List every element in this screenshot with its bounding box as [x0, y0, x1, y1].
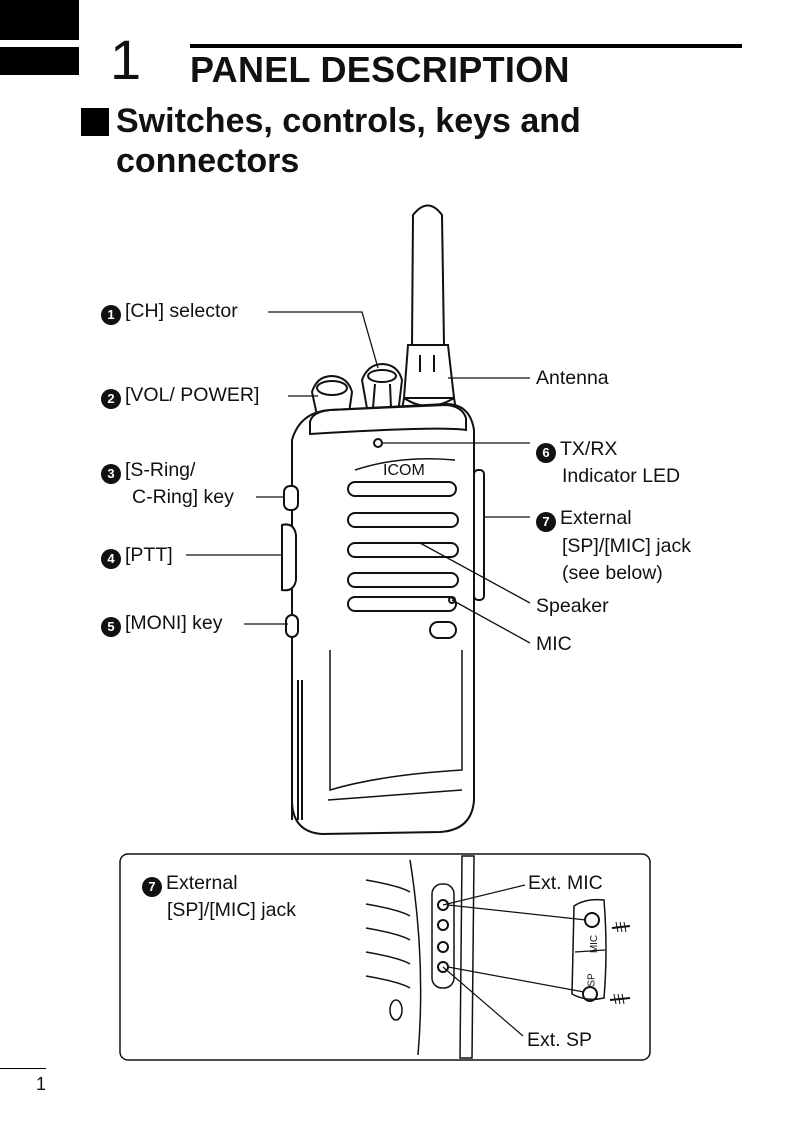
inset-drawing — [119, 853, 651, 1061]
callout-antenna: Antenna — [536, 367, 609, 389]
callout-label-line1: [S-Ring/ — [125, 459, 196, 481]
inset-ext-mic-label: Ext. MIC — [528, 872, 603, 894]
callout-number: 7 — [536, 512, 556, 532]
callout-vol-power: 2[VOL/ POWER] — [101, 383, 259, 409]
chapter-tab-block — [0, 0, 79, 40]
chapter-tab-block — [0, 47, 79, 75]
callout-number: 4 — [101, 549, 121, 569]
cap-sp-label: SP — [586, 973, 598, 987]
callout-label-line2: Indicator LED — [562, 465, 681, 487]
callout-moni: 5[MONI] key — [101, 611, 223, 637]
cap-mic-label: MIC — [589, 934, 601, 954]
callout-label-line3: (see below) — [562, 562, 663, 584]
section-square-icon — [81, 108, 109, 136]
callout-label: [CH] selector — [125, 300, 238, 322]
callout-label: [PTT] — [125, 544, 173, 566]
inset-title-line1: External — [166, 872, 238, 894]
chapter-rule — [190, 44, 742, 48]
antenna-drawing — [400, 204, 458, 418]
callout-number: 6 — [536, 443, 556, 463]
callout-label: [VOL/ POWER] — [125, 384, 260, 406]
radio-brand-logo: ICOM — [383, 462, 425, 479]
callout-number: 1 — [101, 305, 121, 325]
callout-number: 7 — [142, 877, 162, 897]
callout-speaker: Speaker — [536, 595, 609, 617]
callout-ch-selector: 1[CH] selector — [101, 299, 238, 325]
callout-label-line2: C-Ring] key — [132, 486, 234, 508]
callout-label-line2: [SP]/[MIC] jack — [562, 535, 691, 557]
callout-ptt: 4[PTT] — [101, 543, 173, 569]
chapter-title: PANEL DESCRIPTION — [190, 49, 570, 90]
callout-label-line1: External — [560, 507, 632, 529]
page-number-rule — [0, 1068, 46, 1069]
page-number: 1 — [36, 1074, 47, 1094]
callout-number: 2 — [101, 389, 121, 409]
callout-label: [MONI] key — [125, 612, 223, 634]
inset-title-line2: [SP]/[MIC] jack — [167, 899, 296, 921]
callout-label-line1: TX/RX — [560, 438, 618, 460]
section-title: Switches, controls, keys and connectors — [116, 102, 581, 180]
inset-ext-sp-label: Ext. SP — [527, 1029, 593, 1051]
callout-s-ring: 3[S-Ring/ — [101, 458, 195, 484]
callout-mic: MIC — [536, 633, 572, 655]
callout-number: 5 — [101, 617, 121, 637]
callout-number: 3 — [101, 464, 121, 484]
callout-leaders — [186, 311, 531, 644]
radio-body-drawing — [281, 402, 485, 836]
chapter-number: 1 — [110, 28, 142, 91]
